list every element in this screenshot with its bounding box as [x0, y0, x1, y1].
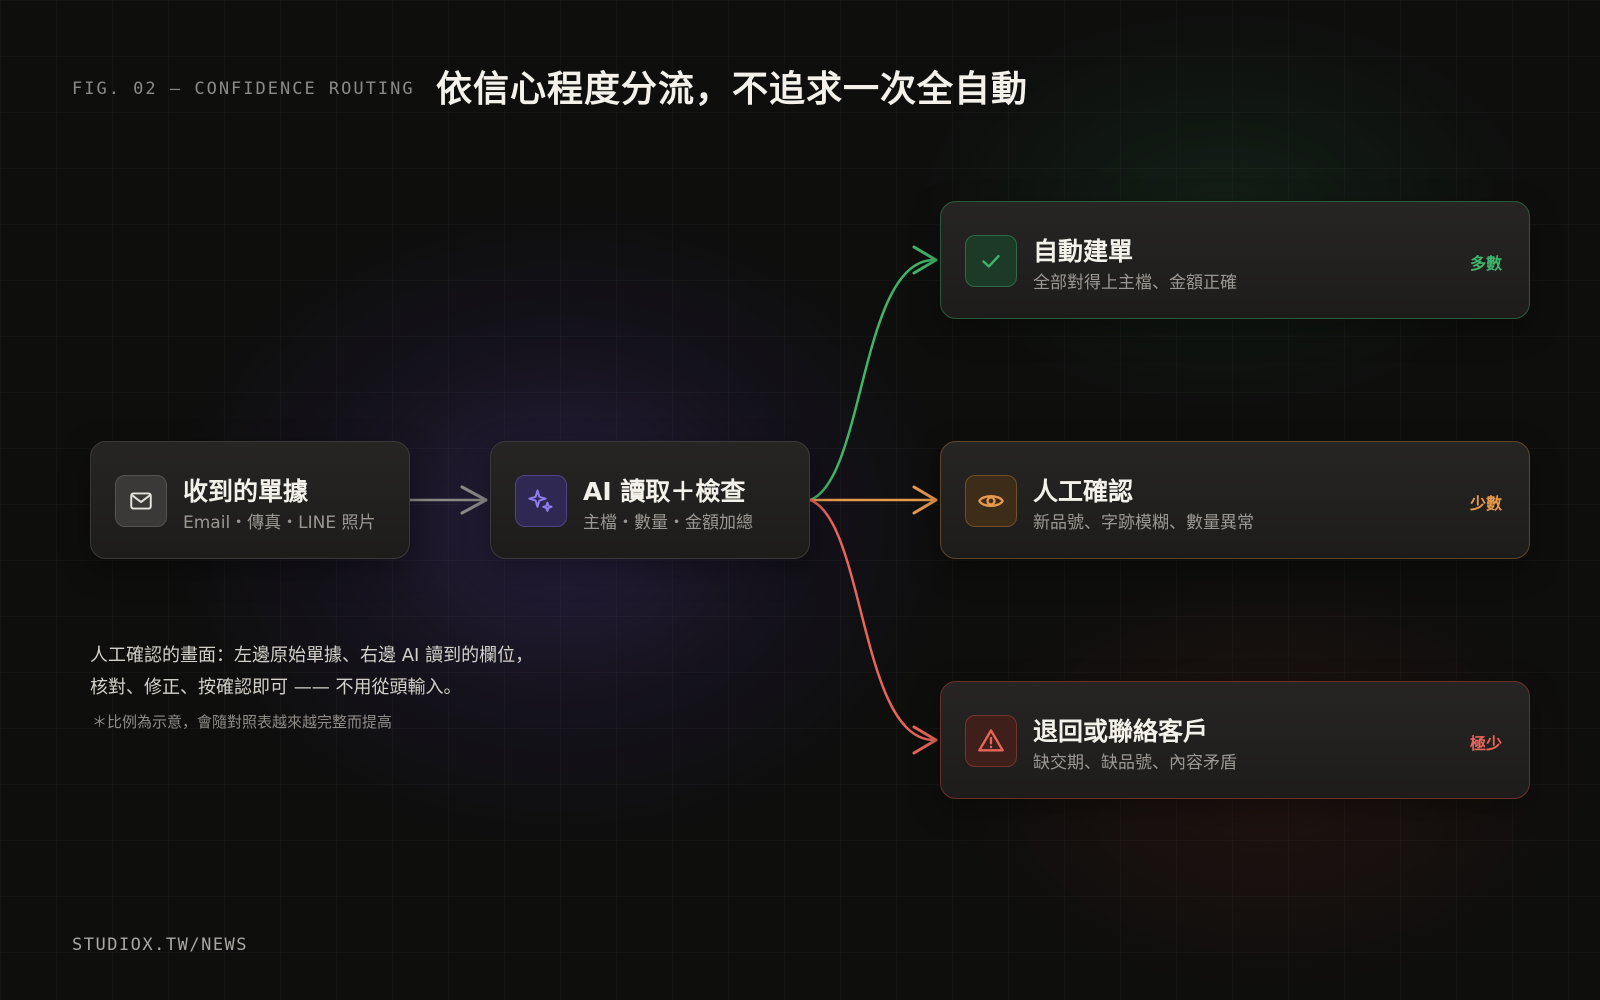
arrowhead-auto [912, 245, 938, 275]
connector-to-reject [808, 498, 936, 742]
note-line-1: 人工確認的畫面：左邊原始單據、右邊 AI 讀到的欄位， [90, 645, 534, 666]
node-ai-read-check: AI 讀取＋檢查 主檔・數量・金額加總 [490, 441, 810, 559]
node-subtitle: 主檔・數量・金額加總 [583, 513, 753, 533]
proportion-tag: 少數 [1469, 494, 1502, 513]
diagram-title: 依信心程度分流，不追求一次全自動 [436, 69, 1029, 110]
warning-icon [965, 715, 1017, 767]
eye-icon [965, 475, 1017, 527]
outcome-return-or-contact: 退回或聯絡客戶 缺交期、缺品號、內容矛盾 極少 [940, 681, 1530, 799]
node-title: AI 讀取＋檢查 [583, 477, 746, 506]
connector-to-auto [808, 258, 936, 502]
outcome-manual-confirm: 人工確認 新品號、字跡模糊、數量異常 少數 [940, 441, 1530, 559]
sparkle-icon [515, 475, 567, 527]
outcome-subtitle: 全部對得上主檔、金額正確 [1033, 273, 1237, 293]
arrowhead-reject [912, 725, 938, 755]
arrowhead-manual [912, 485, 938, 515]
ratio-footnote: ＊比例為示意，會隨對照表越來越完整而提高 [92, 713, 393, 731]
check-icon [965, 235, 1017, 287]
proportion-tag: 多數 [1469, 254, 1502, 273]
outcome-title: 自動建單 [1033, 237, 1134, 266]
proportion-tag: 極少 [1469, 734, 1502, 753]
arrowhead-ai [460, 485, 488, 515]
note-line-2: 核對、修正、按確認即可 —— 不用從頭輸入。 [90, 677, 462, 698]
manual-confirm-note: 人工確認的畫面：左邊原始單據、右邊 AI 讀到的欄位， 核對、修正、按確認即可 … [90, 640, 533, 704]
figure-label: FIG. 02 — CONFIDENCE ROUTING [72, 79, 415, 99]
node-received-documents: 收到的單據 Email・傳真・LINE 照片 [90, 441, 410, 559]
mail-icon [115, 475, 167, 527]
outcome-title: 退回或聯絡客戶 [1033, 717, 1209, 746]
outcome-auto-create: 自動建單 全部對得上主檔、金額正確 多數 [940, 201, 1530, 319]
node-title: 收到的單據 [183, 477, 309, 506]
outcome-title: 人工確認 [1033, 477, 1134, 506]
outcome-subtitle: 新品號、字跡模糊、數量異常 [1033, 513, 1254, 533]
node-subtitle: Email・傳真・LINE 照片 [183, 513, 376, 533]
source-footer: STUDIOX.TW/NEWS [72, 935, 249, 955]
outcome-subtitle: 缺交期、缺品號、內容矛盾 [1033, 753, 1237, 773]
